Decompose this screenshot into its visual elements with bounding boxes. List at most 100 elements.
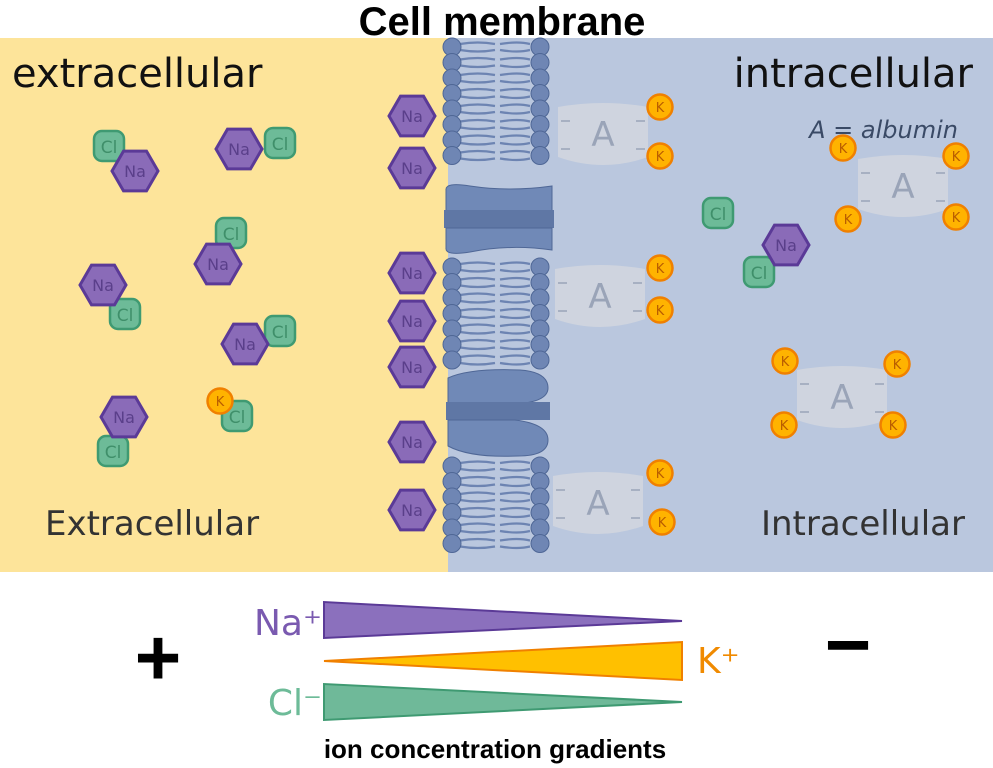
lipid-tail [459, 149, 496, 162]
albumin-protein: A [858, 155, 948, 217]
potassium-label: K [889, 419, 898, 434]
sodium-label: Na [775, 236, 797, 255]
phospholipid-pair [442, 472, 550, 491]
lipid-tail [499, 323, 531, 335]
diagram-title: Cell membrane [359, 0, 646, 44]
sodium-ion: Na [761, 223, 811, 267]
lipid-tail [459, 522, 496, 534]
lipid-tail [499, 149, 531, 162]
potassium-label: K [656, 150, 665, 165]
phospholipid-pair [442, 288, 550, 308]
sodium-hexagon [387, 345, 437, 389]
lipid-bilayer [442, 37, 550, 553]
albumin-label: A [591, 115, 614, 155]
phospholipid-pair [442, 304, 550, 323]
lipid-tail [459, 261, 496, 273]
sodium-label: Na [401, 264, 423, 283]
lipid-tail [459, 338, 496, 351]
potassium-ion: K [770, 411, 798, 439]
potassium-label: K [952, 150, 961, 165]
chloride-ion: Cl [742, 255, 776, 289]
lipid-head [442, 146, 462, 165]
chloride-square [263, 126, 297, 160]
k-gradient-wedge [323, 640, 683, 682]
sodium-label: Na [124, 162, 146, 181]
phospholipid-pair [442, 115, 550, 134]
lipid-tail [499, 506, 531, 519]
potassium-label: K [952, 211, 961, 226]
channel-protein [444, 184, 554, 254]
lipid-tail [459, 506, 496, 519]
gradient-panel: + − Na⁺ K⁺ Cl⁻ ion concentration gradien… [135, 600, 872, 764]
k-gradient-label: K⁺ [697, 641, 740, 682]
sodium-ion: Na [387, 345, 437, 389]
extracellular-label: extracellular [12, 51, 263, 97]
potassium-circle [942, 142, 970, 170]
potassium-ion: K [883, 350, 911, 378]
phospholipid-pair [442, 273, 550, 292]
potassium-circle [883, 350, 911, 378]
lipid-tail [499, 522, 531, 534]
gradient-caption: ion concentration gradients [324, 734, 666, 764]
chloride-label: Cl [751, 264, 768, 284]
potassium-label: K [893, 358, 902, 373]
phospholipid-pair [442, 99, 550, 119]
potassium-circle [646, 459, 674, 487]
albumin-protein: A [555, 265, 645, 327]
lipid-head [530, 146, 550, 165]
lipid-head [442, 534, 462, 553]
na-gradient-label: Na⁺ [254, 603, 322, 644]
sodium-label: Na [207, 255, 229, 274]
albumin-body [558, 103, 648, 165]
potassium-circle [879, 411, 907, 439]
chloride-ion: Cl [96, 434, 130, 468]
channel-core [444, 210, 554, 228]
sodium-label: Na [401, 312, 423, 331]
channel-subunit [447, 369, 549, 405]
potassium-label: K [656, 262, 665, 277]
chloride-ion: Cl [263, 126, 297, 160]
sodium-hexagon [761, 223, 811, 267]
channel-core [446, 402, 550, 420]
chloride-label: Cl [229, 408, 246, 428]
lipid-tail [459, 118, 496, 131]
chloride-ion: Cl [214, 216, 248, 250]
potassium-ion: K [942, 142, 970, 170]
potassium-ion: K [648, 508, 676, 536]
phospholipid-pair [442, 319, 550, 339]
lipid-head [442, 350, 462, 370]
lipid-tail [459, 41, 496, 53]
potassium-ion: K [206, 387, 234, 415]
phospholipid-pair [442, 350, 550, 370]
lipid-tail [459, 307, 496, 320]
albumin-body [555, 265, 645, 327]
plus-sign: + [135, 613, 182, 702]
intracellular-label: intracellular [734, 51, 974, 97]
lipid-tail [499, 307, 531, 320]
lipid-tail [499, 338, 531, 351]
sodium-ion: Na [99, 395, 149, 439]
albumin-charge-mark [556, 489, 640, 519]
chloride-ion: Cl [108, 297, 142, 331]
potassium-ion: K [834, 205, 862, 233]
phospholipid-pair [442, 534, 550, 553]
channel-subunit [445, 184, 553, 213]
potassium-ion: K [646, 459, 674, 487]
chloride-ion: Cl [263, 314, 297, 348]
lipid-tail [459, 354, 496, 366]
lipid-tail [499, 292, 531, 304]
sodium-label: Na [401, 159, 423, 178]
potassium-label: K [216, 395, 225, 410]
potassium-ion: K [646, 254, 674, 282]
potassium-circle [646, 254, 674, 282]
phospholipid-pair [442, 68, 550, 88]
albumin-label: A [588, 277, 611, 317]
sodium-label: Na [401, 107, 423, 126]
sodium-ion: Na [387, 146, 437, 190]
lipid-tail [459, 103, 496, 115]
phospholipid-pair [442, 146, 550, 165]
potassium-label: K [656, 304, 665, 319]
chloride-label: Cl [101, 138, 118, 158]
